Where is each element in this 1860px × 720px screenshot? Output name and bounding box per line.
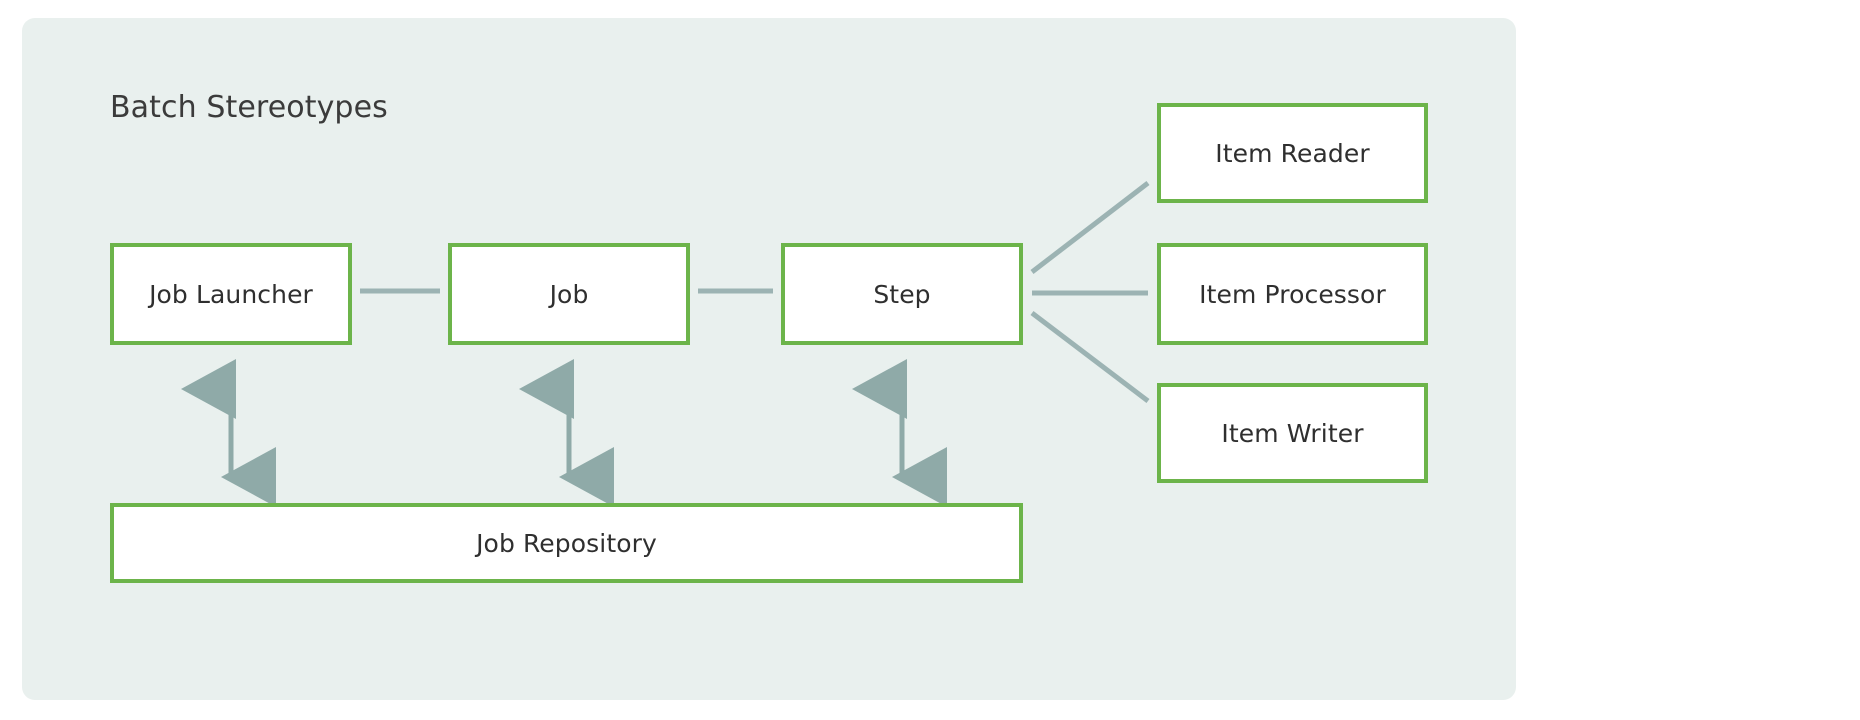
node-item-reader[interactable]: Item Reader [1157,103,1428,203]
node-job[interactable]: Job [448,243,690,345]
node-label: Item Processor [1199,279,1386,309]
node-label: Job Repository [476,528,657,558]
node-item-processor[interactable]: Item Processor [1157,243,1428,345]
node-job-repository[interactable]: Job Repository [110,503,1023,583]
node-label: Step [873,279,931,309]
node-label: Item Reader [1215,138,1370,168]
node-label: Job Launcher [149,279,313,309]
node-step[interactable]: Step [781,243,1023,345]
node-label: Job [549,279,589,309]
page-title: Batch Stereotypes [110,90,388,125]
node-job-launcher[interactable]: Job Launcher [110,243,352,345]
node-item-writer[interactable]: Item Writer [1157,383,1428,483]
node-label: Item Writer [1221,418,1364,448]
